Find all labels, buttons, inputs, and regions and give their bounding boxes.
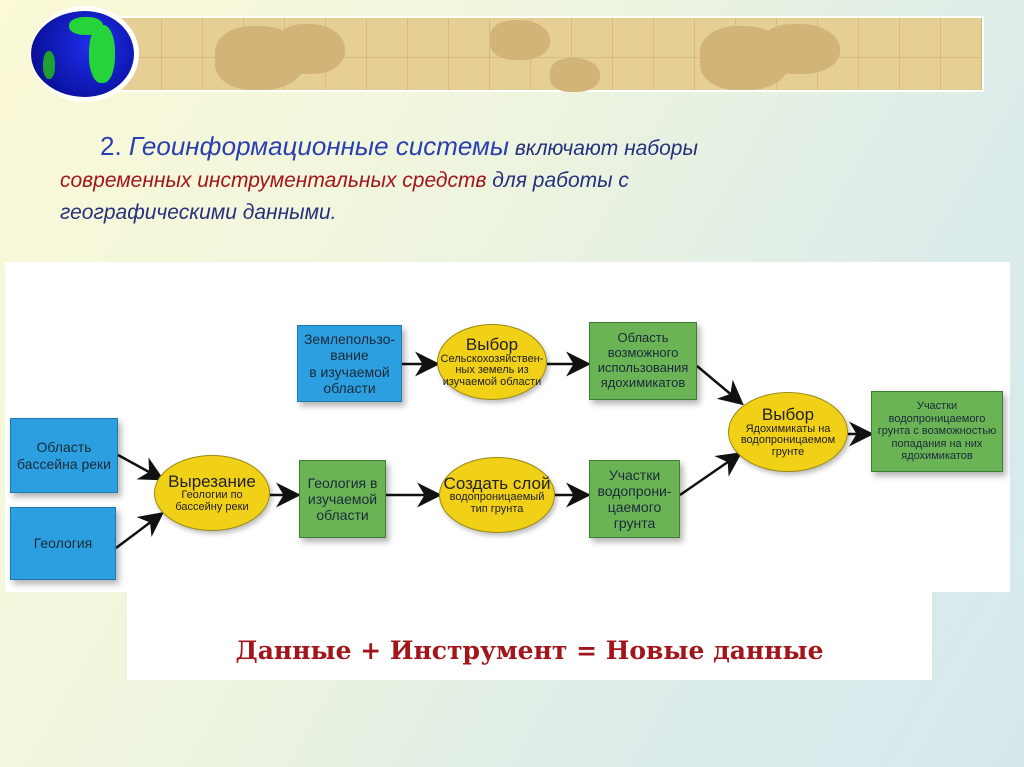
slide-title: 2. Геоинформационные системы включают на… [60,131,698,224]
node-land-use: Землепользо- вание в изучаемой области [297,325,402,402]
node-create-layer: Создать слой водопроницаемый тип грунта [439,457,555,533]
node-possible-area: Область возможного использования ядохими… [589,322,697,400]
node-head: Создать слой [443,473,551,493]
globe-icon [31,6,139,102]
node-geology-area: Геология в изучаемой области [299,460,386,538]
node-sub: Сельскохозяйствен-ных земель из изучаемо… [440,352,544,388]
node-sub: водопроницаемый тип грунта [449,491,545,515]
node-sub: Геологии по бассейну реки [175,489,249,513]
node-head: Выбор [465,334,519,354]
node-cut-geology: Вырезание Геологии по бассейну реки [154,455,270,531]
node-permeable-sites: Участки водопрони- цаемого грунта [589,460,680,538]
node-select-agri-land: Выбор Сельскохозяйствен-ных земель из из… [437,324,547,400]
node-river-basin-area: Область бассейна реки [10,418,118,493]
world-map-banner [118,16,984,92]
node-sub: Ядохимикаты на водопроницаемом грунте [740,422,836,458]
node-geology: Геология [10,507,116,580]
node-result: Участки водопроницаемого грунта с возмож… [871,391,1003,472]
node-head: Выбор [761,404,815,424]
node-head: Вырезание [168,471,256,491]
formula-panel: Данные + Инструмент = Новые данные [127,592,932,680]
node-select-chemicals: Выбор Ядохимикаты на водопроницаемом гру… [728,392,848,472]
formula-text: Данные + Инструмент = Новые данные [235,636,824,665]
